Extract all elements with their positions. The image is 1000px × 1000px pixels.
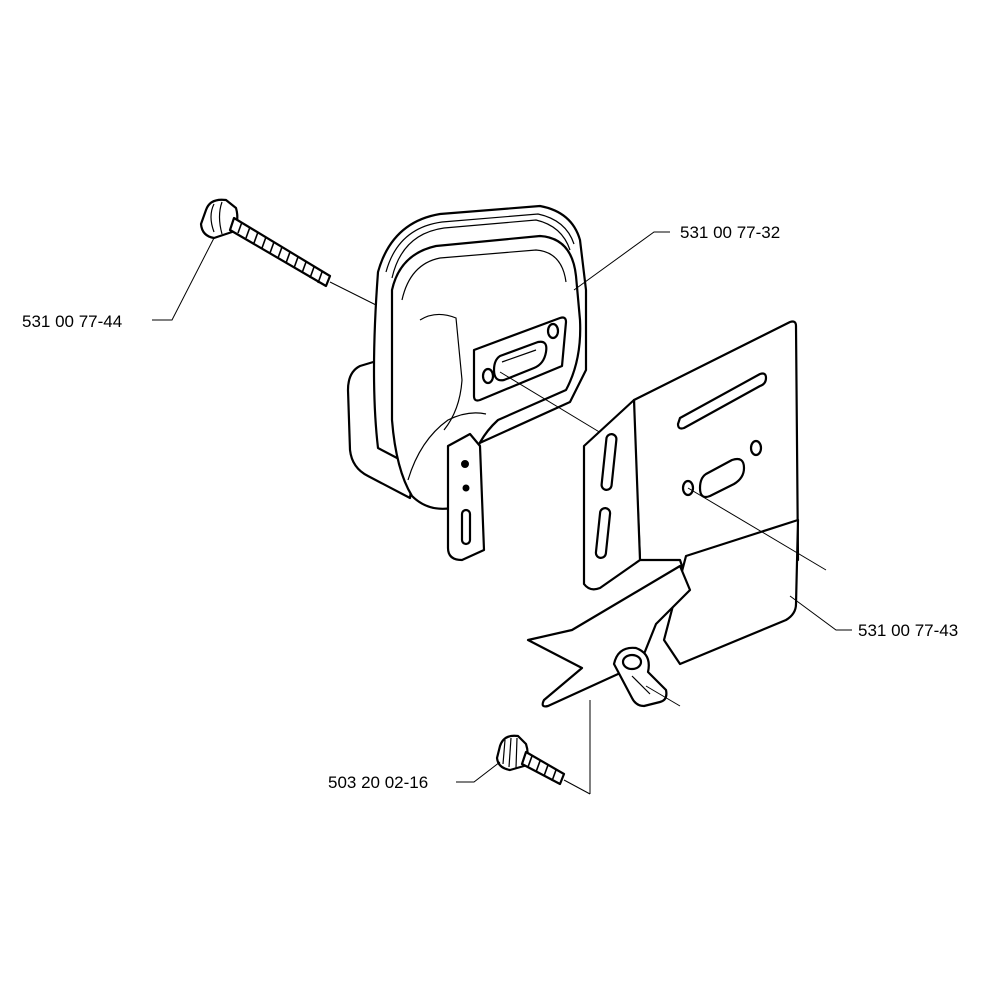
part-number-muffler: 531 00 77-32 — [680, 223, 781, 242]
part-number-short-screw: 503 20 02-16 — [328, 773, 429, 792]
long-bolt — [199, 198, 379, 307]
part-number-long-bolt: 531 00 77-44 — [22, 312, 123, 331]
muffler — [346, 204, 607, 562]
heat-shield — [526, 320, 827, 708]
leader-lines — [152, 231, 852, 794]
part-number-heat-shield: 531 00 77-43 — [858, 621, 959, 640]
short-screw — [495, 734, 591, 795]
